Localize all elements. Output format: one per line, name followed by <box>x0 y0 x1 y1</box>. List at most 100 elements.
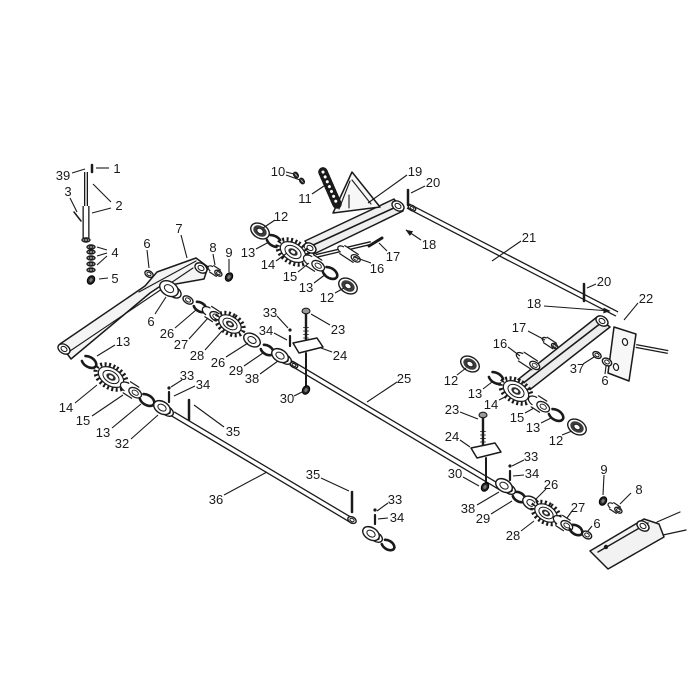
swing-arm-left-hub <box>303 242 317 254</box>
disc <box>250 222 270 240</box>
callout-12: 12 <box>262 209 288 229</box>
callout-label-12: 12 <box>274 209 288 224</box>
callout-label-8: 8 <box>209 240 216 255</box>
washer-4b <box>86 249 96 255</box>
callout-label-17: 17 <box>512 320 526 335</box>
ring <box>601 357 613 367</box>
callout-label-18: 18 <box>527 296 541 311</box>
arm-22-hub <box>595 315 609 327</box>
callout-label-27: 27 <box>174 337 188 352</box>
roller-chain-11 <box>318 167 342 209</box>
callout-label-24: 24 <box>445 429 459 444</box>
cross-shaft-25 <box>289 360 505 492</box>
callout-label-39: 39 <box>56 168 70 183</box>
callout-label-9: 9 <box>600 462 607 477</box>
rh-bolt-dot <box>603 544 609 550</box>
callout-12: 12 <box>444 367 467 388</box>
callout-15: 15 <box>76 394 124 428</box>
callout-label-34: 34 <box>196 377 210 392</box>
sprocket <box>498 376 534 406</box>
callout-label-14: 14 <box>59 400 73 415</box>
callout-13: 13 <box>96 334 130 357</box>
fastener-10a <box>292 171 300 179</box>
bearing-15c <box>119 381 143 399</box>
bearing-block-24a <box>292 337 324 354</box>
callout-label-19: 19 <box>408 164 422 179</box>
cyl-front <box>536 400 551 413</box>
ring <box>592 350 602 360</box>
spacer-8a <box>207 265 223 277</box>
ring <box>298 177 306 185</box>
callout-11: 11 <box>298 185 325 206</box>
callout-label-13: 13 <box>116 334 130 349</box>
callout-label-33: 33 <box>263 305 277 320</box>
callout-17: 17 <box>378 242 400 264</box>
lift-arm-22-edge <box>512 322 602 392</box>
ring <box>495 477 513 494</box>
bolt-23a <box>301 307 311 343</box>
callout-label-36: 36 <box>209 492 223 507</box>
callout-label-6: 6 <box>147 314 154 329</box>
snap-ring-36b <box>380 538 396 552</box>
callout-17: 17 <box>512 320 546 341</box>
callout-label-38: 38 <box>461 501 475 516</box>
bushing-37 <box>592 350 602 360</box>
cyl-front <box>350 253 361 263</box>
callout-13: 13 <box>299 273 327 295</box>
callout-25: 25 <box>366 371 411 403</box>
callout-label-15: 15 <box>283 269 297 284</box>
callout-29: 29 <box>476 500 513 526</box>
callout-10: 10 <box>271 164 301 181</box>
callout-12: 12 <box>320 287 345 305</box>
callout-label-18: 18 <box>422 237 436 252</box>
callout-13: 13 <box>241 241 270 260</box>
callout-label-33: 33 <box>524 449 538 464</box>
ring <box>57 343 71 355</box>
callout-label-14: 14 <box>261 257 275 272</box>
ring <box>581 530 593 540</box>
sprocket-14b <box>498 376 534 406</box>
callout-label-29: 29 <box>476 511 490 526</box>
rod-2-collar <box>81 237 91 243</box>
sprocket <box>275 237 311 267</box>
ring <box>271 347 289 364</box>
fastener-10b <box>298 177 306 185</box>
ring <box>144 269 154 279</box>
callout-23: 23 <box>445 402 479 420</box>
end-washer-36 <box>362 525 384 544</box>
lift-arm-rh <box>589 518 665 570</box>
callout-label-28: 28 <box>190 348 204 363</box>
callout-label-12: 12 <box>444 373 458 388</box>
callout-38: 38 <box>461 491 500 516</box>
ring <box>636 520 650 532</box>
sprocket-14c <box>93 362 129 392</box>
ring <box>81 237 91 243</box>
callout-14: 14 <box>261 252 288 272</box>
callout-6: 6 <box>147 296 167 329</box>
swing-arm-19-edge <box>310 206 397 247</box>
spacer-8b <box>607 502 623 514</box>
disc <box>567 418 587 436</box>
ring <box>292 171 300 179</box>
flange-hub-38b <box>495 477 517 496</box>
callout-label-24: 24 <box>333 348 347 363</box>
ring <box>391 200 405 212</box>
snap-ring-13d <box>547 407 565 423</box>
callout-label-15: 15 <box>76 413 90 428</box>
callout-label-34: 34 <box>390 510 404 525</box>
rod-21-end-cap <box>407 204 417 212</box>
rh-whisker-1 <box>656 511 681 523</box>
washer-4d <box>86 261 96 267</box>
nut-9a <box>224 272 234 282</box>
callout-26: 26 <box>534 477 558 501</box>
bolt-head <box>301 307 311 315</box>
washer-4e <box>86 267 96 273</box>
ring <box>86 261 96 267</box>
callout-34: 34 <box>512 466 539 481</box>
callout-label-27: 27 <box>571 500 585 515</box>
nut <box>86 275 96 285</box>
roll-pin-33c <box>373 508 377 526</box>
roll-pin-33a <box>288 328 292 348</box>
